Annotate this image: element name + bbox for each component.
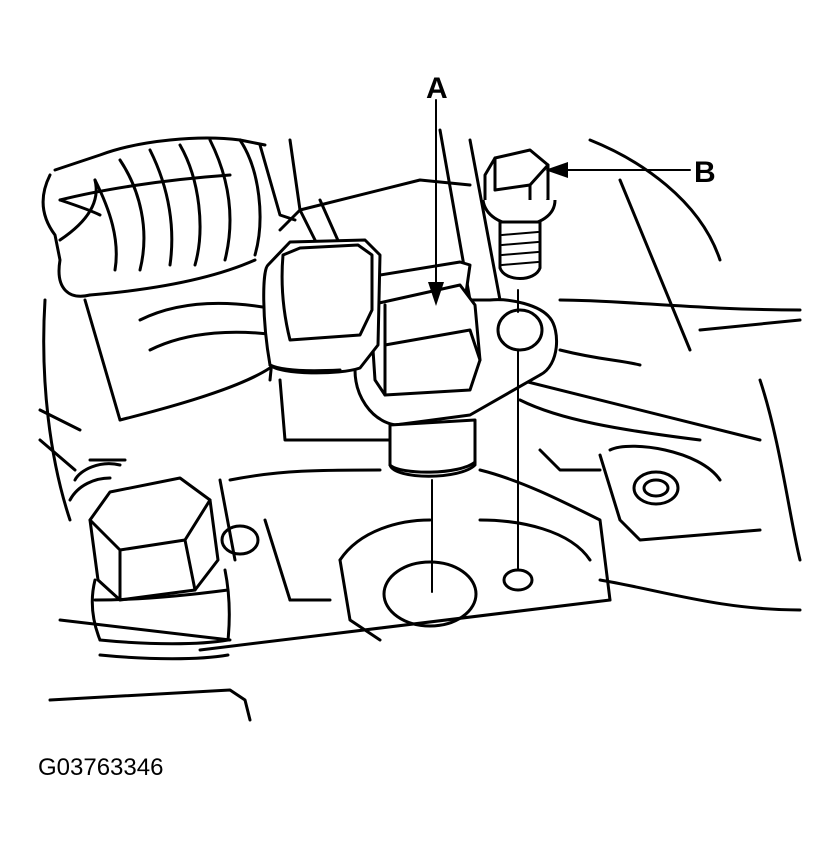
callout-a-arrowhead <box>428 282 444 306</box>
engine-housing <box>38 128 802 722</box>
figure-id: G03763346 <box>38 754 164 781</box>
mounting-holes <box>382 560 534 628</box>
sensor-a <box>262 238 559 478</box>
alignment-lines <box>431 289 519 593</box>
callout-b-label: B <box>694 156 716 189</box>
bolt-b <box>481 148 557 280</box>
sensor-bore-hole <box>382 560 478 628</box>
hex-plug <box>68 462 231 661</box>
upper-left-component <box>41 136 302 298</box>
callout-arrows <box>428 99 691 306</box>
callout-b-arrowhead <box>545 162 568 178</box>
callout-a-label: A <box>426 72 448 105</box>
bolt-hole <box>502 568 534 592</box>
